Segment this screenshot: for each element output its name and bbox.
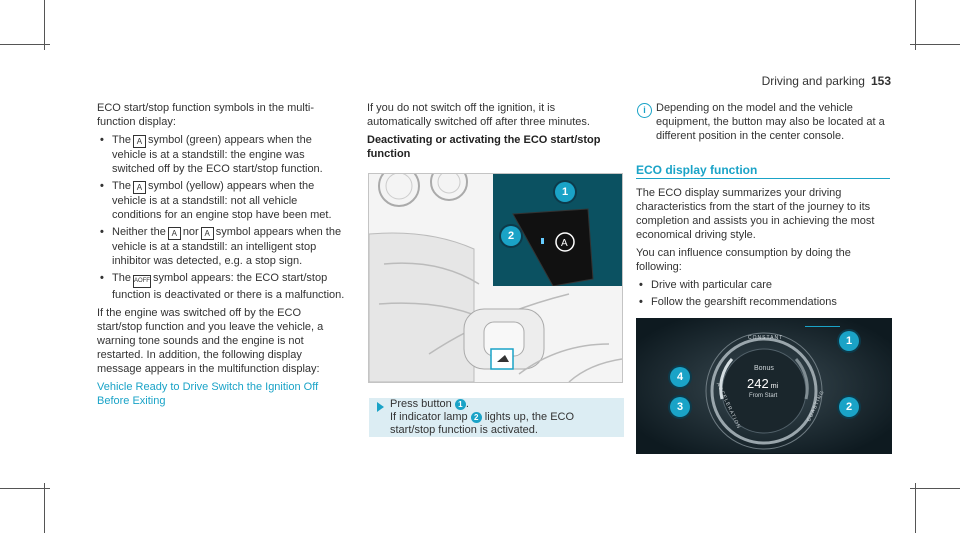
- eco-display-heading: ECO display function: [636, 163, 758, 177]
- crop-mark: [915, 483, 916, 533]
- eco-display-figure: CONSTANT ACCELERATION COASTING Bonus 242…: [636, 318, 892, 454]
- heading-rule: [636, 178, 890, 179]
- intro-text: ECO start/stop function symbols in the m…: [97, 102, 315, 128]
- bonus-sub: From Start: [749, 393, 778, 399]
- crop-mark: [44, 0, 45, 50]
- step-arrow-icon: [377, 402, 384, 412]
- display-callout-1: 1: [839, 331, 859, 351]
- info-note: Depending on the model and the vehicle e…: [656, 102, 885, 142]
- display-message: Vehicle Ready to Drive Switch the Igniti…: [97, 381, 319, 407]
- inline-callout-2: 2: [470, 412, 482, 423]
- list-item: •Drive with particular care: [639, 279, 773, 291]
- callout-2: 2: [501, 226, 521, 246]
- crop-mark: [910, 44, 960, 45]
- column-right: The ECO display summarizes your driving …: [636, 186, 890, 313]
- constant-label: CONSTANT: [748, 335, 784, 341]
- bonus-label: Bonus: [754, 365, 774, 372]
- info-icon: i: [637, 103, 652, 118]
- tips-list: •Drive with particular care •Follow the …: [636, 278, 890, 309]
- eco-button-inset: A 1 2: [493, 174, 622, 287]
- crop-mark: [0, 44, 50, 45]
- consumption-text: You can influence consumption by doing t…: [636, 247, 851, 273]
- page-header: Driving and parking 153: [762, 74, 891, 88]
- console-illustration: [369, 174, 622, 382]
- center-console-figure: A 1 2: [368, 173, 623, 383]
- display-callout-4: 4: [670, 367, 690, 387]
- warning-paragraph: If the engine was switched off by the EC…: [97, 307, 324, 375]
- inline-callout-1: 1: [454, 399, 466, 410]
- crop-mark: [44, 483, 45, 533]
- auto-off-paragraph: If you do not switch off the ignition, i…: [367, 102, 590, 128]
- section-heading: Deactivating or activating the ECO start…: [367, 134, 601, 160]
- eco-yellow-icon: A: [132, 181, 146, 194]
- display-callout-2: 2: [839, 397, 859, 417]
- instruction-step: [369, 398, 624, 437]
- crop-mark: [910, 488, 960, 489]
- display-callout-3: 3: [670, 397, 690, 417]
- section-title: Driving and parking: [761, 74, 865, 88]
- page-number: 153: [870, 74, 891, 88]
- eco-off-icon: AOFF: [132, 275, 151, 288]
- leader-line: [805, 326, 840, 327]
- instruction-text: Press button 1. If indicator lamp 2 ligh…: [390, 398, 575, 436]
- eco-button-illustration: A: [493, 174, 622, 287]
- svg-text:A: A: [561, 238, 568, 249]
- eco-description: The ECO display summarizes your driving …: [636, 187, 875, 241]
- eco-yellow-icon: A: [200, 227, 214, 240]
- eco-green-icon: A: [132, 135, 146, 148]
- crop-mark: [0, 488, 50, 489]
- column-left: ECO start/stop function symbols in the m…: [97, 101, 349, 412]
- list-item: •Follow the gearshift recommendations: [639, 296, 837, 308]
- callout-1: 1: [555, 182, 575, 202]
- column-middle: If you do not switch off the ignition, i…: [367, 101, 622, 165]
- eco-green-icon: A: [167, 227, 181, 240]
- crop-mark: [915, 0, 916, 50]
